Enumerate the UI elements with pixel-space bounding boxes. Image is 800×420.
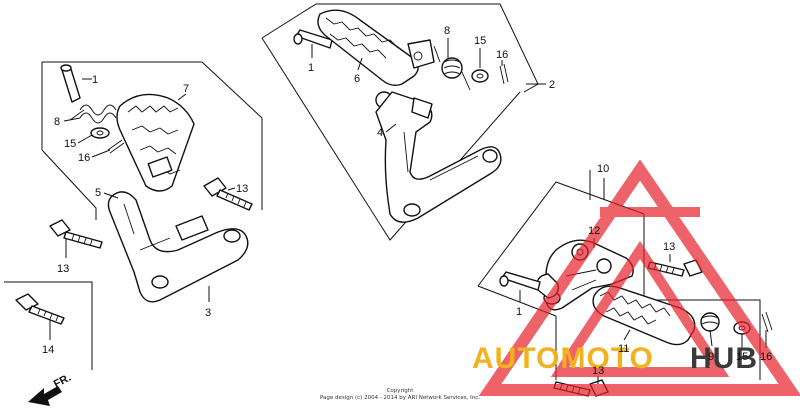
callout-5: 5 <box>95 187 101 199</box>
copyright-heading: Copyright <box>387 388 415 394</box>
callout-3: 3 <box>205 307 211 319</box>
callout-8-upper: 8 <box>444 25 450 37</box>
return-spring <box>69 104 117 124</box>
callout-15: 15 <box>64 138 76 150</box>
lower-left-bolt-box <box>4 281 93 370</box>
washer-upper <box>471 69 489 83</box>
left-step-assembly <box>41 61 263 303</box>
callout-12: 12 <box>588 225 600 237</box>
pivot-pin-rear <box>499 271 541 291</box>
callout-13-upper: 13 <box>236 183 248 195</box>
pivot-pin <box>60 64 81 103</box>
step-peg-upper <box>317 9 435 87</box>
step-holder-upper <box>375 91 502 223</box>
watermark-text-automoto: AUTOMOTO <box>472 342 654 375</box>
cotter-pin-upper <box>499 63 509 85</box>
cotter-pin <box>107 139 125 154</box>
mounting-bolt-upper <box>203 177 253 211</box>
automotohub-watermark <box>478 159 800 396</box>
callout-13-rear: 13 <box>663 241 675 253</box>
callout-11: 11 <box>618 343 629 355</box>
left-box-top <box>42 61 263 119</box>
callout-16-rear: 16 <box>760 351 772 363</box>
callout-10: 10 <box>597 163 609 175</box>
pivot-pin-upper <box>293 29 333 49</box>
flange-bolt <box>15 293 65 325</box>
callout-1-rear: 1 <box>516 306 522 318</box>
copyright-notice: Page design (c) 2004 - 2014 by ARI Netwo… <box>320 395 480 401</box>
callout-1-upper: 1 <box>308 62 314 74</box>
front-direction-arrow <box>28 386 62 406</box>
return-spring-rear <box>700 312 720 332</box>
callout-15-rear: 15 <box>736 351 748 363</box>
step-holder-bracket <box>107 191 249 303</box>
callout-1: 1 <box>92 74 98 86</box>
callout-15-upper: 15 <box>474 35 486 47</box>
callout-9: 9 <box>708 351 714 363</box>
callout-13-lower: 13 <box>57 263 69 275</box>
callout-14: 14 <box>42 344 54 356</box>
callout-6: 6 <box>354 73 360 85</box>
callout-16-upper: 16 <box>496 49 508 61</box>
step-peg <box>116 93 195 192</box>
upper-step-assembly <box>261 3 546 241</box>
left-box-edge <box>41 62 97 220</box>
callout-7: 7 <box>183 83 189 95</box>
watermark-text-hub: HUB <box>690 342 758 375</box>
mounting-bolt-rear <box>647 259 703 277</box>
front-direction-label: FR. <box>52 372 73 391</box>
callout-8: 8 <box>54 116 60 128</box>
washer <box>90 127 110 139</box>
callout-16: 16 <box>78 152 90 164</box>
return-spring-upper <box>433 45 471 91</box>
callout-2: 2 <box>549 79 555 91</box>
mounting-bolt-lower <box>49 219 103 249</box>
callout-4: 4 <box>377 127 383 139</box>
callout-13-bottom: 13 <box>592 365 604 377</box>
cotter-pin-rear <box>761 311 773 333</box>
